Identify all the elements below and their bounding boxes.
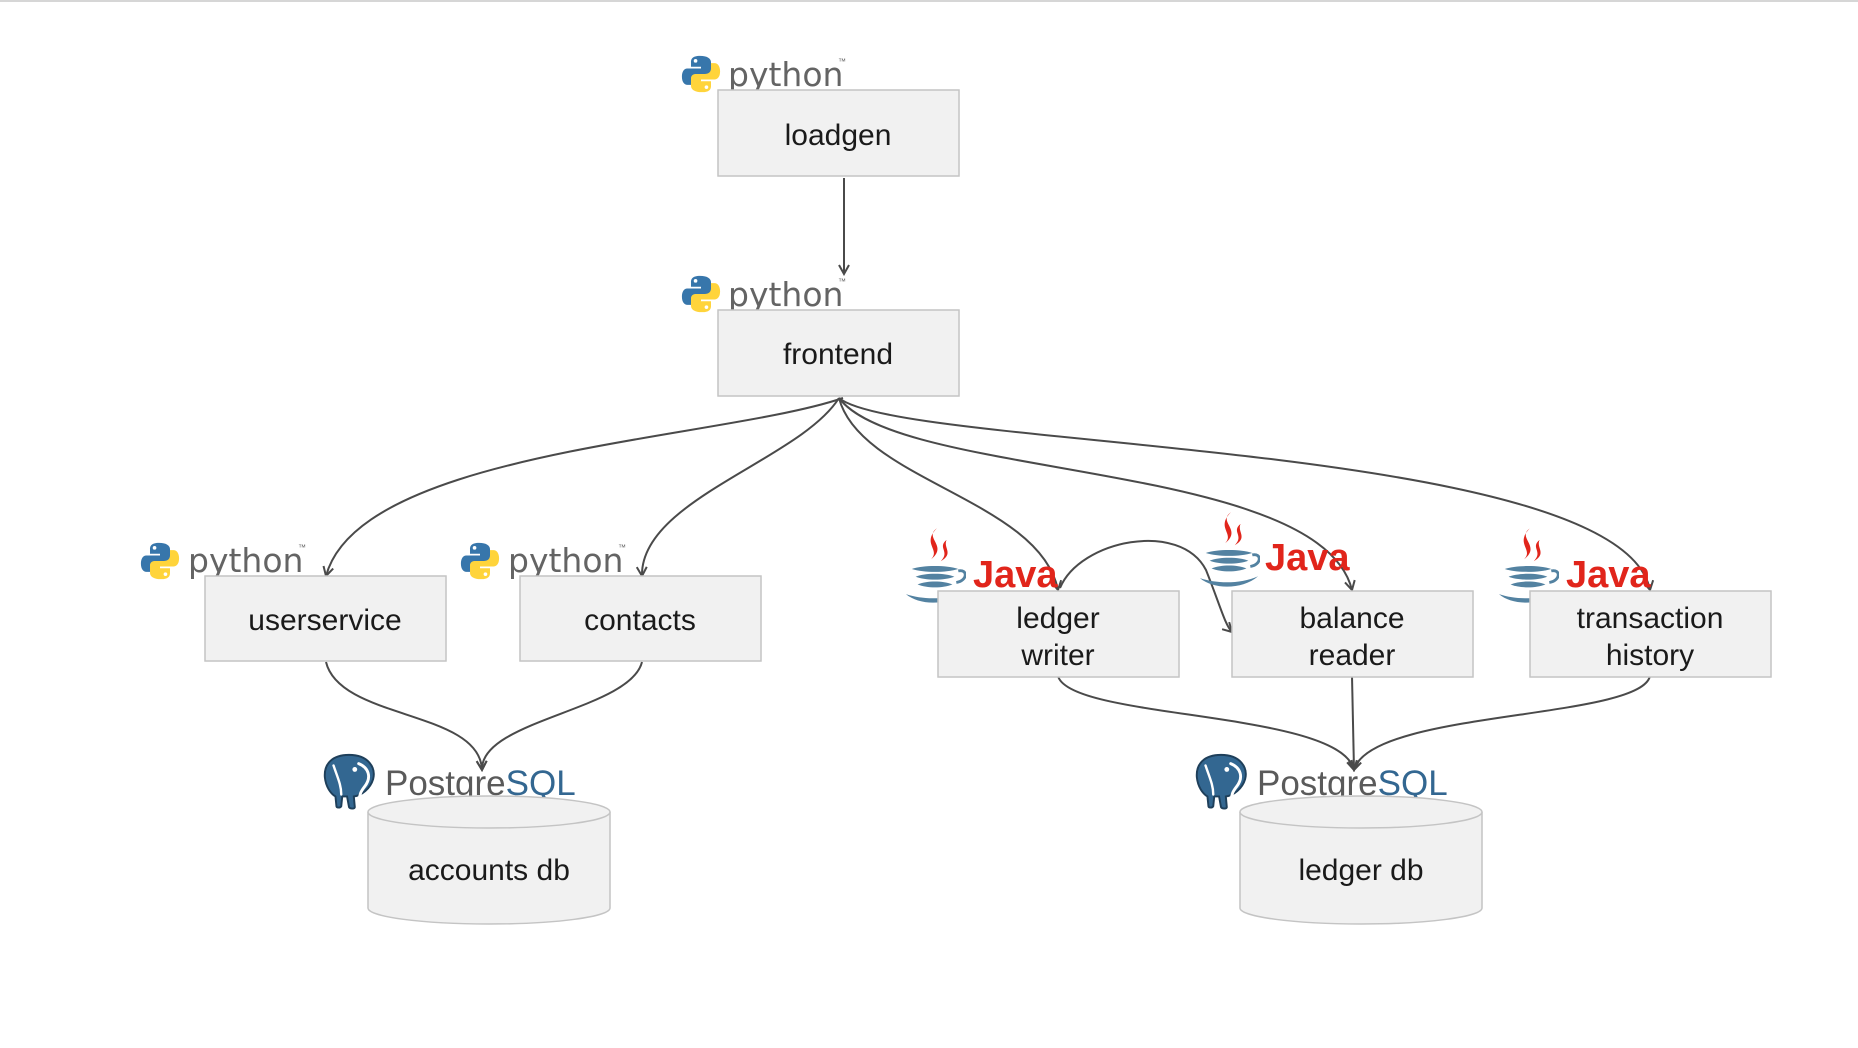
java-logo: Java: [1198, 510, 1350, 589]
edge-frontend-ledger-writer: [838, 397, 1058, 590]
service-box: [1529, 590, 1772, 678]
python-logo: python ™: [681, 55, 846, 94]
edge-userservice-accounts-db: [325, 661, 482, 770]
postgresql-elephant-icon: [1195, 753, 1248, 810]
service-label: frontend: [783, 338, 893, 371]
node-frontend: python ™ frontend: [681, 275, 960, 397]
python-logo-text: python: [728, 55, 843, 94]
database-cylinder: [1239, 795, 1483, 925]
edge-contacts-accounts-db: [482, 661, 643, 770]
edge-frontend-contacts: [642, 397, 840, 576]
node-ledger-writer: Java ledger writer: [904, 526, 1180, 678]
node-transaction-history: Java transaction history: [1497, 526, 1772, 678]
service-label-line-2: writer: [1020, 639, 1094, 672]
node-contacts: python ™ contacts: [460, 541, 762, 662]
service-label-line-2: history: [1606, 639, 1694, 672]
python-icon: [140, 542, 180, 580]
edge-ledger-writer-ledger-db: [1057, 675, 1354, 770]
service-label: loadgen: [785, 119, 892, 152]
service-label-line-1: balance: [1299, 602, 1404, 635]
database-cylinder: [367, 795, 611, 925]
edge-frontend-userservice: [326, 397, 844, 576]
service-box: [717, 309, 960, 397]
service-box: [519, 575, 762, 662]
database-label: accounts db: [408, 854, 570, 887]
java-logo: Java: [904, 526, 1058, 605]
node-balance-reader: Java balance reader: [1198, 510, 1474, 678]
java-logo-text: Java: [1265, 537, 1350, 579]
top-border: [0, 0, 1858, 2]
service-box: [717, 89, 960, 177]
edge-ledger-writer-balance-reader: [1059, 539, 1232, 632]
node-accounts-db: PostgreSQL accounts db: [323, 753, 611, 925]
service-box: [937, 590, 1180, 678]
node-ledger-db: PostgreSQL ledger db: [1195, 753, 1483, 925]
python-logo-text: python: [728, 275, 843, 314]
node-userservice: python ™ userservice: [140, 541, 447, 662]
python-logo: python ™: [460, 541, 626, 580]
service-label-line-1: ledger: [1016, 602, 1099, 635]
edge-frontend-balance-reader: [838, 397, 1352, 590]
service-label-line-1: transaction: [1577, 602, 1724, 635]
python-logo-text: python: [188, 541, 303, 580]
python-trademark: ™: [838, 277, 846, 286]
python-icon: [681, 275, 721, 313]
python-trademark: ™: [618, 543, 626, 552]
service-box: [1231, 590, 1474, 678]
edge-frontend-transaction-history: [838, 397, 1650, 590]
edge-balance-reader-ledger-db: [1352, 675, 1354, 770]
database-label: ledger db: [1298, 854, 1423, 887]
python-logo-text: python: [508, 541, 623, 580]
java-logo-text: Java: [973, 554, 1058, 596]
python-trademark: ™: [838, 57, 846, 66]
service-label: contacts: [584, 604, 696, 637]
python-icon: [681, 55, 721, 93]
service-label: userservice: [248, 604, 401, 637]
python-icon: [460, 542, 500, 580]
service-box: [204, 575, 447, 662]
service-label-line-2: reader: [1309, 639, 1396, 672]
python-logo: python ™: [681, 275, 846, 314]
java-logo-text: Java: [1566, 554, 1651, 596]
postgresql-elephant-icon: [323, 753, 376, 810]
edge-transaction-history-ledger-db: [1354, 675, 1651, 770]
node-loadgen: python ™ loadgen: [681, 55, 960, 177]
python-logo: python ™: [140, 541, 306, 580]
edges: [326, 178, 1650, 770]
python-trademark: ™: [298, 543, 306, 552]
java-logo: Java: [1497, 526, 1651, 605]
